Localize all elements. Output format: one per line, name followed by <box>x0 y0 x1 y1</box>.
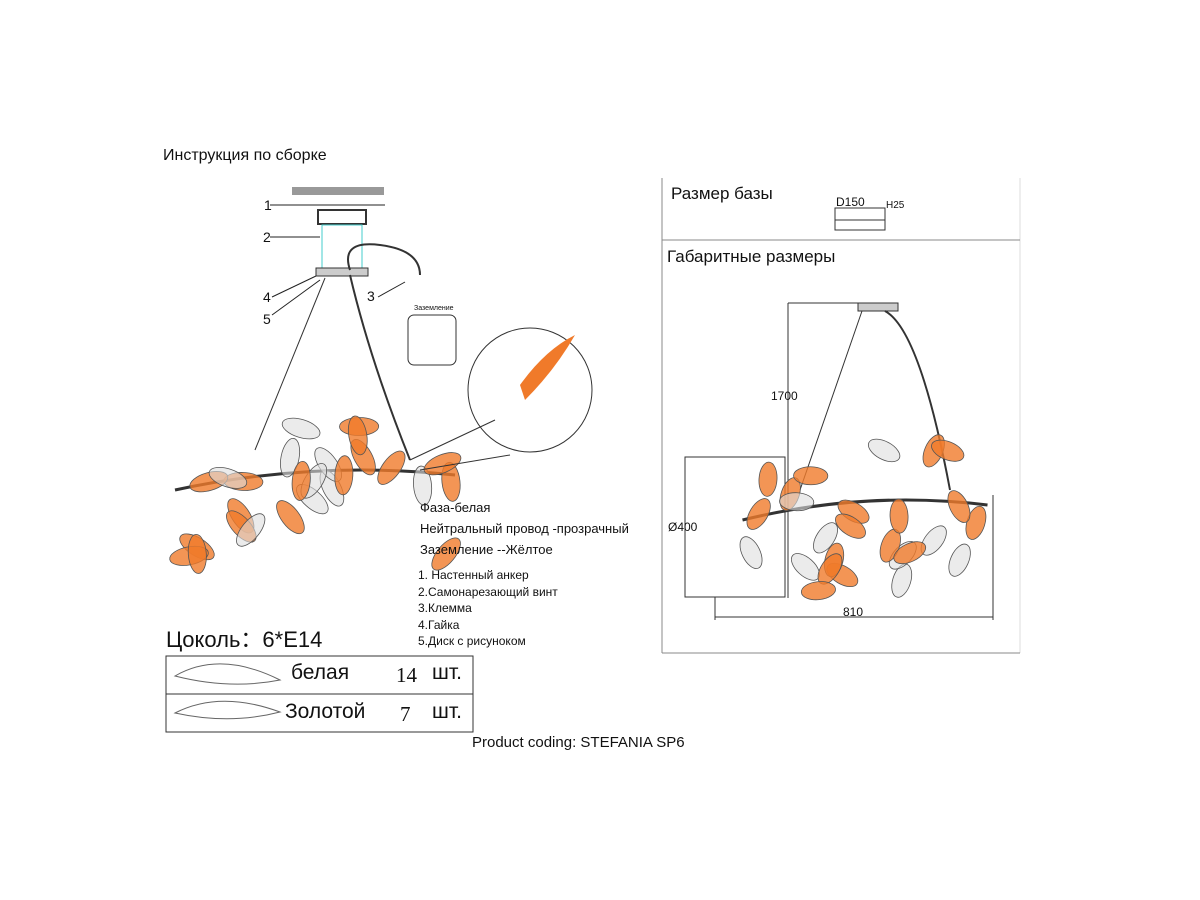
chandelier-right <box>739 434 988 601</box>
leaf <box>236 513 266 547</box>
part-4: 4.Гайка <box>418 618 460 632</box>
dim-box-diameter <box>684 456 786 598</box>
detail-pointer <box>409 419 496 461</box>
terminal-block <box>407 314 457 366</box>
callout-1: 1 <box>264 197 272 213</box>
part-5: 5.Диск с рисуноком <box>418 634 526 648</box>
dim-width: 810 <box>843 605 864 619</box>
callout-4: 4 <box>263 289 271 305</box>
leaf <box>813 522 838 554</box>
leaf-white-count: 14 <box>396 663 417 687</box>
suspension-wire <box>349 274 411 461</box>
leaf-icon-gold <box>173 700 282 720</box>
leaf <box>187 533 207 574</box>
socket-type: Цоколь：6*E14 <box>166 627 323 652</box>
callout-5: 5 <box>263 311 271 327</box>
wire-right <box>884 310 951 491</box>
canopy <box>315 267 369 277</box>
leaf <box>931 439 965 462</box>
wiring-ground: Заземление --Жёлтое <box>420 542 553 557</box>
leaf <box>948 543 971 577</box>
overall-dimensions-label: Габаритные размеры <box>667 247 836 266</box>
part-1: 1. Настенный анкер <box>418 568 529 582</box>
leaf-white-unit: шт. <box>432 661 462 684</box>
leaf-white-name: белая <box>291 661 350 684</box>
leaf <box>347 415 368 456</box>
leaf <box>867 438 901 463</box>
power-cord <box>347 243 421 276</box>
leaf <box>281 417 321 440</box>
base-diameter: D150 <box>836 195 865 209</box>
dim-diameter: Ø400 <box>668 520 698 534</box>
detail-circle <box>467 327 593 453</box>
leaf <box>920 525 947 556</box>
cable-right <box>799 310 863 491</box>
base-height: H25 <box>886 200 905 211</box>
leaf <box>431 537 461 571</box>
leaf <box>835 513 866 539</box>
leaf <box>779 492 815 512</box>
base-shape <box>834 207 886 231</box>
leaf <box>893 541 927 565</box>
leaf <box>413 465 433 506</box>
leaf <box>423 452 462 476</box>
callout-line-3 <box>377 281 406 298</box>
callout-line-5 <box>271 279 321 316</box>
page-title: Инструкция по сборке <box>163 147 327 164</box>
ceiling <box>292 187 384 195</box>
callout-3: 3 <box>367 288 375 304</box>
callout-2: 2 <box>263 229 271 245</box>
leaf <box>889 498 909 534</box>
leaf <box>947 490 971 523</box>
canopy-right <box>857 302 899 312</box>
part-3: 3.Клемма <box>418 601 472 615</box>
base-size-label: Размер базы <box>671 184 773 203</box>
wiring-phase: Фаза-белая <box>420 500 491 515</box>
leaf <box>280 437 301 478</box>
leaf-gold-name: Золотой <box>285 700 366 723</box>
suspension-cable <box>254 277 326 451</box>
leaf <box>276 500 305 535</box>
callout-line-4 <box>271 275 317 298</box>
leaf-gold-count: 7 <box>400 702 411 726</box>
chandelier-left <box>169 415 462 574</box>
leaf <box>793 466 829 486</box>
leaf <box>291 460 311 501</box>
detail-pointer <box>419 454 511 471</box>
product-coding: Product coding: STEFANIA SP6 <box>472 734 685 751</box>
wiring-neutral: Нейтральный провод -прозрачный <box>420 521 629 536</box>
leaf <box>800 581 836 601</box>
leaf <box>739 536 763 569</box>
mounting-bar <box>317 209 367 225</box>
leaf <box>377 450 406 485</box>
leaf-icon-white <box>173 663 282 685</box>
detail-leaf <box>520 335 575 400</box>
grounding-label: Заземление <box>414 305 454 312</box>
dim-height: 1700 <box>771 389 798 403</box>
leaf <box>746 498 771 530</box>
part-2: 2.Самонарезающий винт <box>418 585 558 599</box>
leaf-gold-unit: шт. <box>432 700 462 723</box>
leaf <box>758 461 778 497</box>
leaf <box>334 455 354 496</box>
leaf <box>208 466 248 489</box>
screw-guides <box>321 224 363 274</box>
